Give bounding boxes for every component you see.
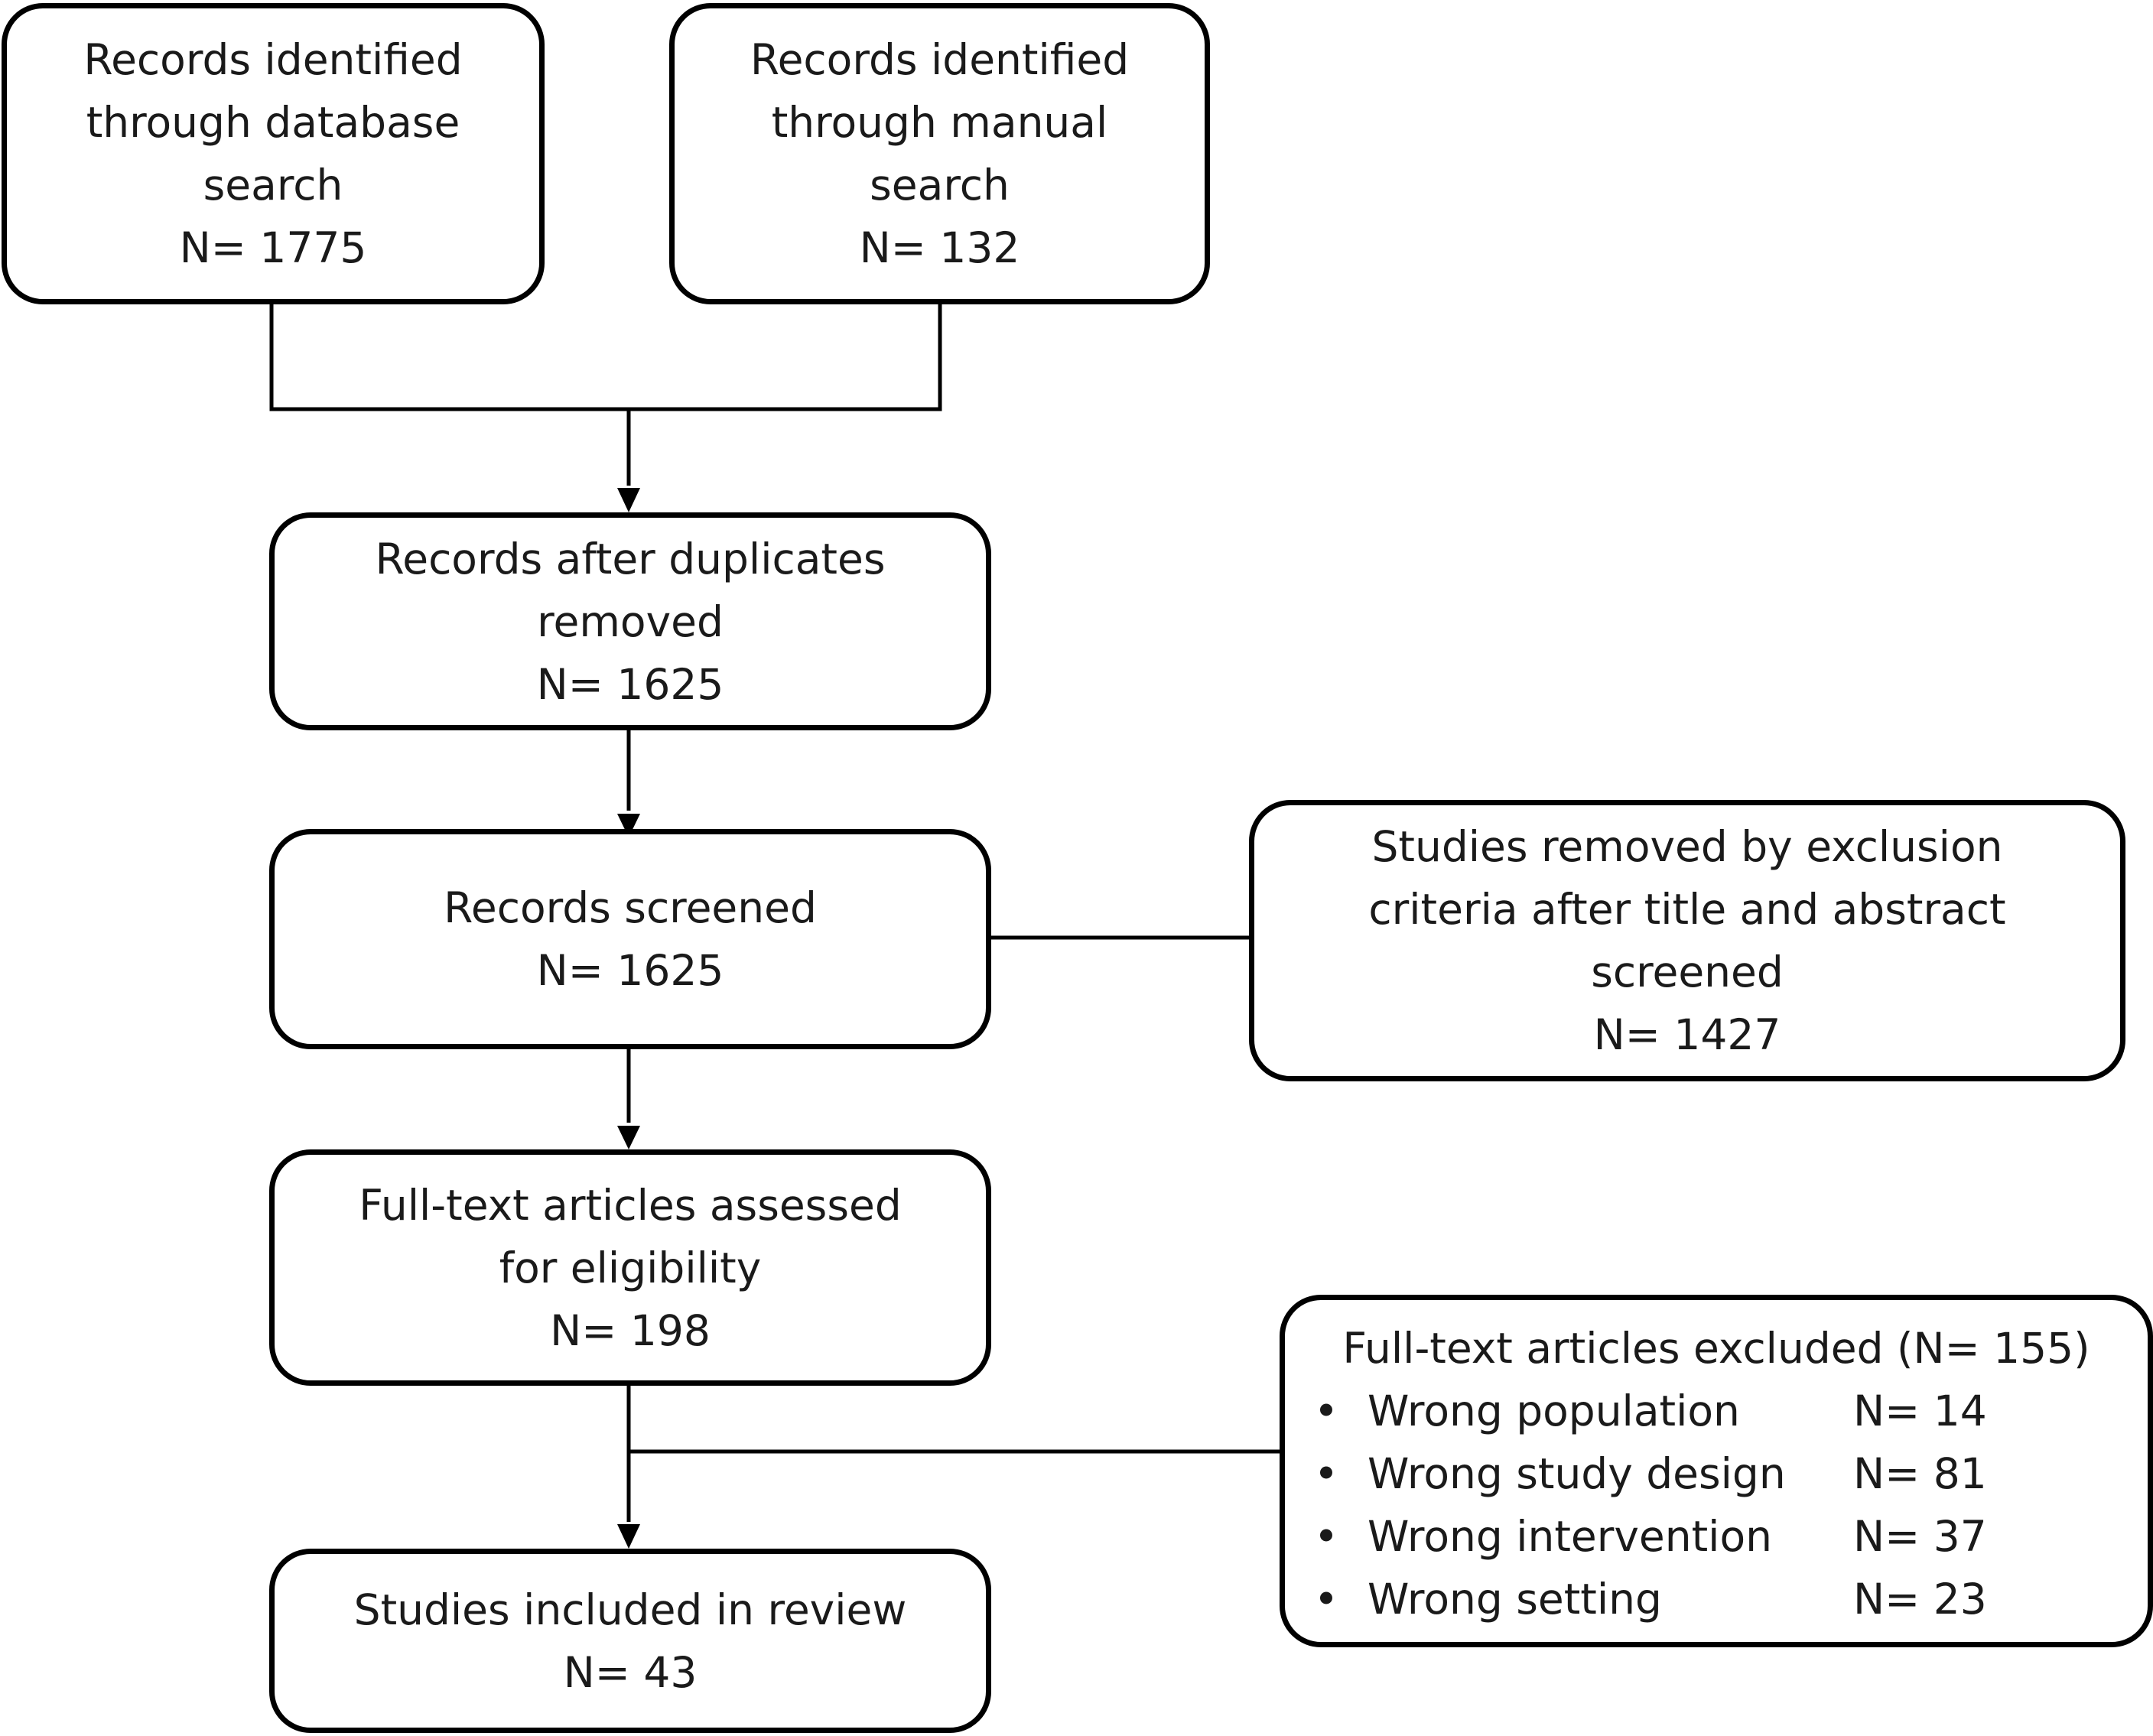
manual-search-text-2: through manual bbox=[771, 98, 1108, 147]
after-duplicates-text-1: Records after duplicates bbox=[375, 534, 886, 584]
bullet-icon: • bbox=[1313, 1387, 1339, 1435]
after-duplicates-box: Records after duplicates removed N= 1625 bbox=[269, 512, 991, 730]
excluded-title-abstract-text-1: Studies removed by exclusion bbox=[1371, 822, 2003, 871]
excluded-title-abstract-count: N= 1427 bbox=[1593, 1010, 1781, 1059]
excluded-title-abstract-text-2: criteria after title and abstract bbox=[1368, 885, 2006, 934]
exclusion-reason-count: N= 37 bbox=[1853, 1512, 1987, 1561]
exclusion-reason-count: N= 81 bbox=[1853, 1449, 1987, 1498]
studies-included-count: N= 43 bbox=[563, 1647, 698, 1697]
records-screened-box: Records screened N= 1625 bbox=[269, 829, 991, 1049]
fulltext-assessed-box: Full-text articles assessed for eligibil… bbox=[269, 1149, 991, 1386]
connector-merge-searches bbox=[269, 304, 942, 411]
exclusion-reason-label: Wrong intervention bbox=[1368, 1512, 1772, 1561]
arrowhead-to-fulltext bbox=[617, 1126, 640, 1149]
manual-search-count: N= 132 bbox=[859, 223, 1020, 272]
arrowhead-to-screened bbox=[617, 814, 640, 837]
bullet-icon: • bbox=[1313, 1575, 1339, 1624]
fulltext-assessed-count: N= 198 bbox=[550, 1305, 711, 1355]
fulltext-assessed-text-2: for eligibility bbox=[499, 1243, 762, 1292]
exclusion-reason-count: N= 14 bbox=[1853, 1387, 1987, 1435]
bullet-icon: • bbox=[1313, 1512, 1339, 1561]
exclusion-reason-item: • Wrong study design N= 81 bbox=[1285, 1442, 2148, 1505]
studies-included-box: Studies included in review N= 43 bbox=[269, 1549, 991, 1733]
exclusion-reason-label: Wrong population bbox=[1368, 1387, 1740, 1435]
excluded-title-abstract-text-3: screened bbox=[1591, 948, 1784, 996]
manual-search-box: Records identified through manual search… bbox=[669, 3, 1210, 304]
manual-search-text-1: Records identified bbox=[750, 35, 1130, 84]
after-duplicates-count: N= 1625 bbox=[536, 659, 724, 709]
exclusion-reason-item: • Wrong setting N= 23 bbox=[1285, 1568, 2148, 1630]
manual-search-text-3: search bbox=[870, 161, 1010, 210]
fulltext-assessed-text-1: Full-text articles assessed bbox=[359, 1180, 902, 1230]
after-duplicates-text-2: removed bbox=[537, 597, 724, 646]
database-search-box: Records identified through database sear… bbox=[2, 3, 545, 304]
exclusion-reason-count: N= 23 bbox=[1853, 1575, 1987, 1624]
exclusion-reason-item: • Wrong intervention N= 37 bbox=[1285, 1505, 2148, 1568]
exclusion-reason-label: Wrong setting bbox=[1368, 1575, 1662, 1624]
studies-included-text: Studies included in review bbox=[353, 1585, 907, 1634]
fulltext-excluded-box: Full-text articles excluded (N= 155) • W… bbox=[1280, 1295, 2153, 1647]
records-screened-text: Records screened bbox=[444, 883, 817, 932]
exclusion-reason-label: Wrong study design bbox=[1368, 1449, 1786, 1498]
database-search-text-1: Records identified bbox=[83, 35, 463, 84]
records-screened-count: N= 1625 bbox=[536, 946, 724, 995]
database-search-text-3: search bbox=[203, 161, 343, 210]
arrowhead-to-duplicates bbox=[617, 488, 640, 512]
fulltext-excluded-title: Full-text articles excluded (N= 155) bbox=[1342, 1324, 2090, 1373]
bullet-icon: • bbox=[1313, 1449, 1339, 1498]
database-search-text-2: through database bbox=[86, 98, 460, 147]
database-search-count: N= 1775 bbox=[179, 223, 367, 272]
exclusion-reason-item: • Wrong population N= 14 bbox=[1285, 1380, 2148, 1442]
arrowhead-to-included bbox=[617, 1524, 640, 1549]
excluded-title-abstract-box: Studies removed by exclusion criteria af… bbox=[1249, 800, 2125, 1081]
